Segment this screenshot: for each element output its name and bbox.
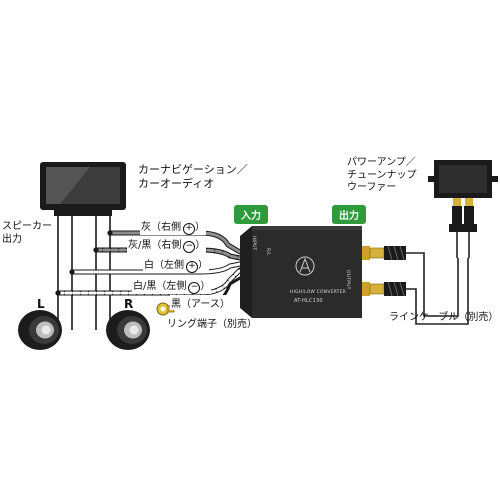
wire-tag-text: 灰/黒（右側 xyxy=(128,240,182,251)
wire-tag-text: 白（左側 xyxy=(144,260,184,271)
ring-terminal-label: リング端子（別売） xyxy=(167,319,257,330)
minus-icon: − xyxy=(183,241,196,253)
wire-tag-whiteblack-left-minus: 白/黒（左側−） xyxy=(132,277,212,294)
minus-icon: − xyxy=(188,282,201,294)
device-side-label: R/L xyxy=(265,248,270,256)
wire-tag-white-left-plus: 白（左側+） xyxy=(143,256,209,273)
amplifier xyxy=(428,160,498,258)
converter-box xyxy=(240,226,370,318)
speaker-right xyxy=(106,310,150,350)
wire-tag-black-earth: 黒（アース） xyxy=(170,295,231,310)
left-speaker-label: L xyxy=(37,297,45,311)
device-input-label: INPUT xyxy=(251,236,256,251)
plus-icon: + xyxy=(186,261,198,273)
device-output-label: OUTPUT xyxy=(345,270,350,290)
speaker-output-label: スピーカー 出力 xyxy=(2,221,52,245)
navi-label: カーナビゲーション／ カーオーディオ xyxy=(138,163,248,190)
wire-tag-text: 白/黒（左側 xyxy=(133,281,187,292)
device-subtitle: HIGH/LOW CONVERTER xyxy=(290,290,346,295)
line-cable-label: ラインケーブル（別売） xyxy=(389,312,499,323)
device-model: AT-HLC130 xyxy=(294,298,323,304)
rca-cables xyxy=(369,245,469,325)
input-badge: 入力 xyxy=(234,205,268,224)
speaker-left xyxy=(18,310,62,350)
wire-tag-gray-right-plus: 灰（右側+） xyxy=(140,218,206,235)
wire-tag-text: 黒（アース） xyxy=(171,299,230,310)
right-speaker-label: R xyxy=(124,297,134,311)
plus-icon: + xyxy=(183,223,195,235)
navi-monitor xyxy=(40,162,126,216)
output-badge: 出力 xyxy=(332,205,366,224)
wire-tag-grayblack-right-minus: 灰/黒（右側−） xyxy=(127,236,207,253)
junction-dots xyxy=(55,230,113,296)
wire-tag-text: 灰（右側 xyxy=(141,222,181,233)
amp-label: パワーアンプ／ チューンナップ ウーファー xyxy=(347,157,417,193)
